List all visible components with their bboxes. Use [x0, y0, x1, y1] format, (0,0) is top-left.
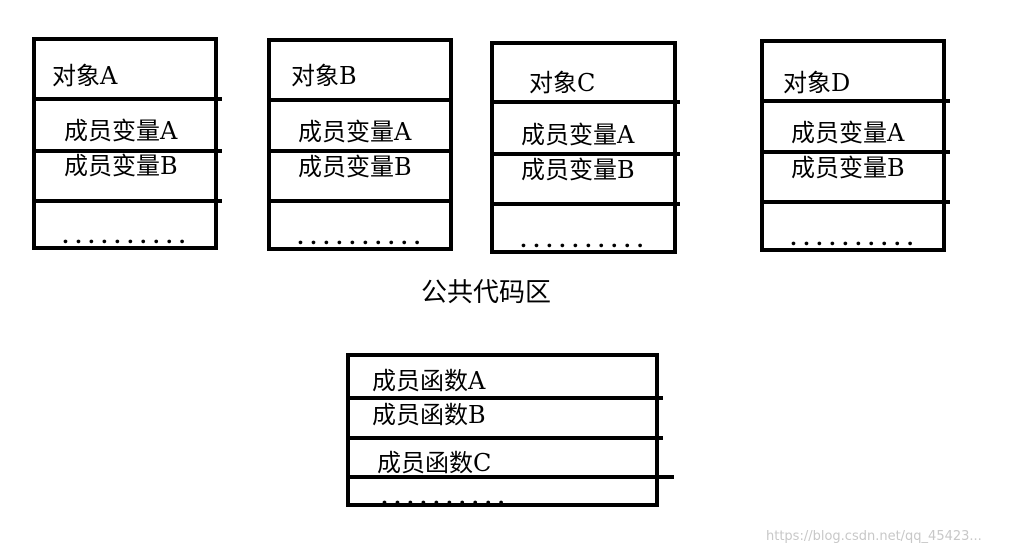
shared-code-function-c: 成员函数C [377, 449, 492, 477]
object-c-title: 对象C [529, 69, 596, 97]
object-b-divider-2 [267, 149, 453, 153]
object-b-member-1: 成员变量A [298, 118, 412, 146]
object-b-ellipsis: .......... [297, 225, 427, 249]
object-a-member-2: 成员变量B [64, 152, 178, 180]
object-b-title: 对象B [291, 62, 357, 90]
object-b-member-2: 成员变量B [298, 153, 412, 181]
object-a-divider-1 [32, 97, 222, 101]
object-d-divider-2 [760, 150, 950, 154]
shared-code-function-a: 成员函数A [372, 367, 486, 395]
object-a-ellipsis: .......... [62, 224, 192, 248]
object-c-divider-1 [490, 100, 680, 104]
object-b-box [267, 38, 453, 251]
watermark-text: https://blog.csdn.net/qq_45423... [766, 529, 982, 544]
object-c-ellipsis: .......... [520, 228, 650, 252]
object-a-member-1: 成员变量A [64, 117, 178, 145]
object-d-member-2: 成员变量B [791, 154, 905, 182]
object-d-divider-3 [760, 200, 950, 204]
object-d-ellipsis: .......... [790, 226, 920, 250]
object-a-box [32, 37, 218, 250]
object-a-title: 对象A [52, 62, 118, 90]
object-c-divider-3 [490, 202, 680, 206]
shared-code-divider-2 [346, 436, 663, 440]
object-b-divider-1 [267, 98, 453, 102]
object-c-member-1: 成员变量A [521, 121, 635, 149]
object-d-divider-1 [760, 99, 950, 103]
shared-code-label: 公共代码区 [421, 278, 552, 308]
object-b-divider-3 [267, 199, 453, 203]
shared-code-box [346, 353, 659, 507]
object-c-divider-2 [490, 152, 680, 156]
object-c-member-2: 成员变量B [521, 156, 635, 184]
object-a-divider-2 [32, 149, 222, 153]
shared-code-function-b: 成员函数B [372, 401, 486, 429]
shared-code-ellipsis: .......... [381, 485, 511, 509]
object-d-box [760, 39, 946, 252]
object-a-divider-3 [32, 199, 222, 203]
shared-code-divider-3 [346, 475, 674, 479]
object-d-title: 对象D [783, 69, 851, 97]
object-c-box [490, 41, 677, 254]
object-d-member-1: 成员变量A [791, 119, 905, 147]
shared-code-divider-1 [346, 396, 663, 400]
